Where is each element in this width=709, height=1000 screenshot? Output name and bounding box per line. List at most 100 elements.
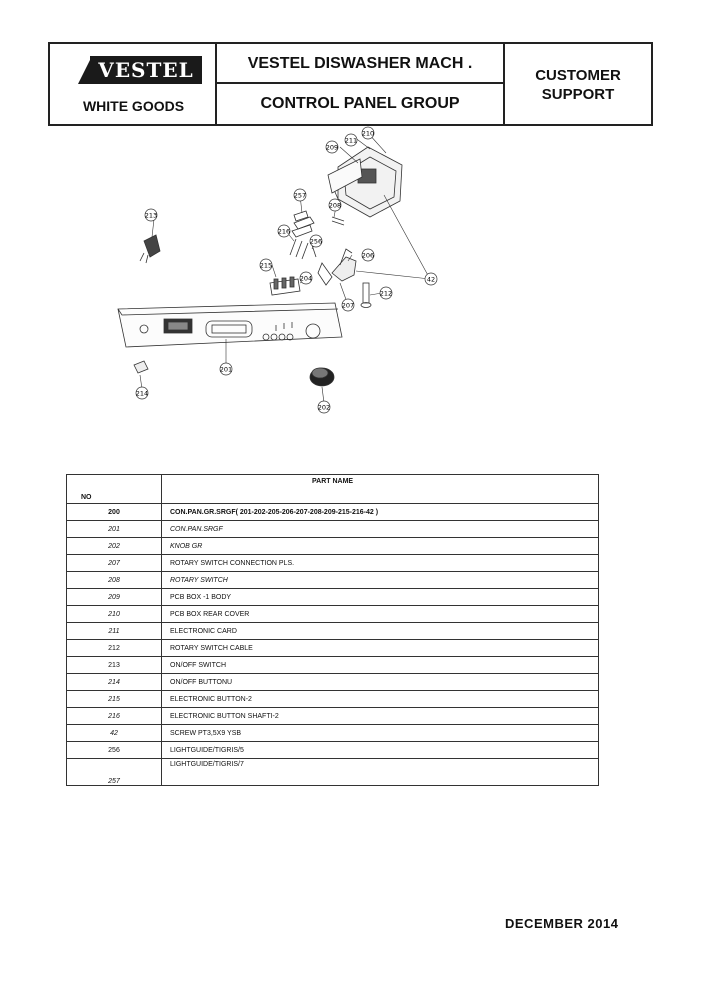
table-row: 210 PCB BOX REAR COVER <box>66 605 599 623</box>
part-no: 257 <box>66 758 162 786</box>
part-no: 211 <box>66 622 162 640</box>
callout-211: 211 <box>344 133 358 147</box>
part-name: ELECTRONIC BUTTON-2 <box>161 690 599 708</box>
rotary-switch-drawing <box>317 248 372 308</box>
leader-lines <box>139 132 431 404</box>
callout-210: 210 <box>361 126 375 140</box>
svg-text:256: 256 <box>310 238 322 246</box>
svg-text:204: 204 <box>300 275 312 283</box>
part-name: ROTARY SWITCH CABLE <box>161 639 599 657</box>
table-row: 209 PCB BOX -1 BODY <box>66 588 599 606</box>
part-name: ELECTRONIC CARD <box>161 622 599 640</box>
part-name: LIGHTGUIDE/TIGRIS/5 <box>161 741 599 759</box>
svg-text:212: 212 <box>380 290 392 298</box>
callout-216: 216 <box>277 224 291 238</box>
callout-208: 208 <box>328 198 342 212</box>
part-no: 42 <box>66 724 162 742</box>
part-no: 213 <box>66 656 162 674</box>
svg-text:213: 213 <box>145 212 157 220</box>
svg-text:211: 211 <box>345 137 357 145</box>
col-partname-header: PART NAME <box>161 474 599 504</box>
svg-text:215: 215 <box>260 262 272 270</box>
part-no: 215 <box>66 690 162 708</box>
part-no: 214 <box>66 673 162 691</box>
table-row: 257 LIGHTGUIDE/TIGRIS/7 <box>66 758 599 786</box>
knob-drawing <box>309 367 335 387</box>
title-cell: VESTEL DISWASHER MACH . CONTROL PANEL GR… <box>217 44 505 124</box>
light-guides-drawing <box>291 210 345 238</box>
document-title: VESTEL DISWASHER MACH . <box>217 44 503 84</box>
callout-207: 207 <box>341 298 355 312</box>
logo-wedge <box>78 56 92 84</box>
part-name: CON.PAN.SRGF <box>161 520 599 538</box>
table-row: 214 ON/OFF BUTTONU <box>66 673 599 691</box>
title-block: VESTEL WHITE GOODS VESTEL DISWASHER MACH… <box>48 42 653 126</box>
callout-212: 212 <box>379 286 393 300</box>
part-name: PCB BOX -1 BODY <box>161 588 599 606</box>
exploded-parts-diagram: 210 211 209 257 208 213 216 256 206 215 … <box>117 126 438 414</box>
svg-text:207: 207 <box>342 302 354 310</box>
svg-text:210: 210 <box>362 130 374 138</box>
button-shafts-drawing <box>289 238 317 260</box>
electronic-buttons-drawing <box>269 276 301 296</box>
callout-206: 206 <box>361 248 375 262</box>
table-row: 42 SCREW PT3,5X9 YSB <box>66 724 599 742</box>
table-row: 216 ELECTRONIC BUTTON SHAFTI-2 <box>66 707 599 725</box>
table-row: 212 ROTARY SWITCH CABLE <box>66 639 599 657</box>
document-subtitle: CONTROL PANEL GROUP <box>260 95 460 112</box>
table-header-row: NO PART NAME <box>66 474 599 504</box>
svg-text:214: 214 <box>136 390 148 398</box>
footer-date: DECEMBER 2014 <box>505 916 619 931</box>
part-name: ON/OFF SWITCH <box>161 656 599 674</box>
support-cell: CUSTOMER SUPPORT <box>505 44 651 124</box>
pcb-box-drawing <box>327 146 403 218</box>
table-row: 256 LIGHTGUIDE/TIGRIS/5 <box>66 741 599 759</box>
callout-202: 202 <box>317 400 331 414</box>
part-no: 201 <box>66 520 162 538</box>
table-row: 202 KNOB GR <box>66 537 599 555</box>
callout-42: 42 <box>424 272 438 286</box>
part-no: 216 <box>66 707 162 725</box>
part-name: SCREW PT3,5X9 YSB <box>161 724 599 742</box>
parts-table: NO PART NAME 200 CON.PAN.GR.SRGF( 201-20… <box>66 474 599 786</box>
svg-text:202: 202 <box>318 404 330 412</box>
col-no-header: NO <box>66 474 162 504</box>
svg-text:208: 208 <box>329 202 341 210</box>
svg-text:201: 201 <box>220 366 232 374</box>
onoff-switch-drawing <box>139 234 161 264</box>
table-row: 213 ON/OFF SWITCH <box>66 656 599 674</box>
part-no: 200 <box>66 503 162 521</box>
part-name: LIGHTGUIDE/TIGRIS/7 <box>161 758 599 786</box>
table-row: 211 ELECTRONIC CARD <box>66 622 599 640</box>
part-name: ROTARY SWITCH CONNECTION PLS. <box>161 554 599 572</box>
onoff-button-drawing <box>133 360 149 374</box>
brand-subtitle: WHITE GOODS <box>82 98 185 114</box>
svg-text:216: 216 <box>278 228 290 236</box>
part-name: CON.PAN.GR.SRGF( 201-202-205-206-207-208… <box>161 503 599 521</box>
part-no: 256 <box>66 741 162 759</box>
part-name: PCB BOX REAR COVER <box>161 605 599 623</box>
svg-text:206: 206 <box>362 252 374 260</box>
callout-213: 213 <box>144 208 158 222</box>
table-row: 207 ROTARY SWITCH CONNECTION PLS. <box>66 554 599 572</box>
svg-text:42: 42 <box>427 276 435 284</box>
callout-256: 256 <box>309 234 323 248</box>
part-name: ROTARY SWITCH <box>161 571 599 589</box>
support-line-1: CUSTOMER <box>535 67 621 84</box>
callout-201: 201 <box>219 362 233 376</box>
callout-257: 257 <box>293 188 307 202</box>
control-panel-drawing <box>117 302 343 348</box>
table-row: 215 ELECTRONIC BUTTON-2 <box>66 690 599 708</box>
part-no: 202 <box>66 537 162 555</box>
table-row: 208 ROTARY SWITCH <box>66 571 599 589</box>
callout-labels: 210 211 209 257 208 213 216 256 206 215 … <box>135 126 438 414</box>
callout-204: 204 <box>299 271 313 285</box>
part-no: 212 <box>66 639 162 657</box>
part-name: ON/OFF BUTTONU <box>161 673 599 691</box>
brand-cell: VESTEL WHITE GOODS <box>50 44 217 124</box>
svg-text:209: 209 <box>326 144 338 152</box>
vestel-logo: VESTEL <box>90 56 202 84</box>
part-no: 207 <box>66 554 162 572</box>
part-no: 209 <box>66 588 162 606</box>
part-name: ELECTRONIC BUTTON SHAFTI-2 <box>161 707 599 725</box>
